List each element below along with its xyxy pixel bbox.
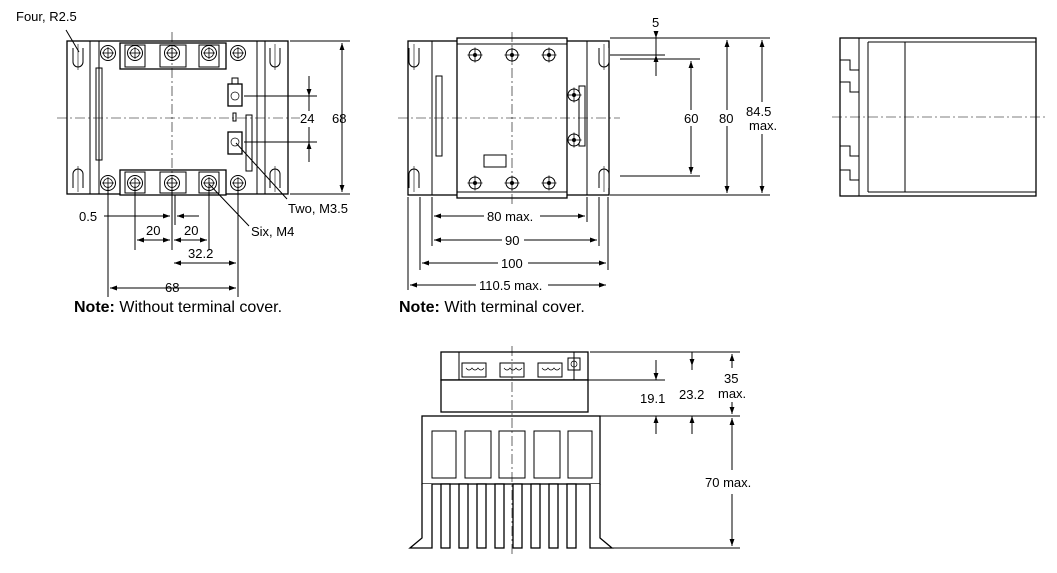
- front-dim-68-vertical: 68: [332, 111, 346, 126]
- side-dim-35: 35: [724, 371, 738, 386]
- side-dim-35-max: max.: [718, 386, 746, 401]
- cover-dim-90: 90: [505, 233, 519, 248]
- front-dim-05: 0.5: [79, 209, 97, 224]
- note-without-cover-text: Without terminal cover.: [115, 299, 282, 316]
- note-with-cover-bold: Note:: [399, 299, 440, 316]
- front-view-with-cover: [398, 31, 770, 290]
- cover-dim-845-max: max.: [749, 118, 777, 133]
- side-terminal-cover: [440, 351, 589, 381]
- cover-dim-60: 60: [684, 111, 698, 126]
- label-four-r25: Four, R2.5: [16, 9, 77, 24]
- label-six-m4: Six, M4: [251, 224, 294, 239]
- side-dim-191: 19.1: [640, 391, 665, 406]
- cover-dim-80: 80: [719, 111, 733, 126]
- front-dim-20-left: 20: [146, 223, 160, 238]
- note-without-cover-bold: Note:: [74, 299, 115, 316]
- side-view-heat-sink: [408, 346, 740, 556]
- label-two-m35: Two, M3.5: [288, 201, 348, 216]
- cover-dim-100: 100: [501, 256, 523, 271]
- cover-dim-5: 5: [652, 15, 659, 30]
- note-without-cover: Note: Without terminal cover.: [74, 299, 282, 316]
- side-body: [440, 379, 589, 413]
- cover-dim-1105: 110.5 max.: [479, 278, 542, 293]
- heat-sink: [421, 415, 601, 485]
- right-side-view: [832, 37, 1048, 197]
- cover-dim-845: 84.5: [746, 104, 771, 119]
- note-with-cover: Note: With terminal cover.: [399, 299, 585, 316]
- side-dim-70: 70 max.: [705, 475, 751, 490]
- cover-dim-80max: 80 max.: [487, 209, 533, 224]
- side-dim-232: 23.2: [679, 387, 704, 402]
- front-dim-68-horizontal: 68: [165, 280, 179, 295]
- front-dim-24: 24: [300, 111, 314, 126]
- front-view-without-cover: [57, 29, 350, 297]
- front-dim-322: 32.2: [188, 246, 213, 261]
- note-with-cover-text: With terminal cover.: [440, 299, 585, 316]
- front-dim-20-right: 20: [184, 223, 198, 238]
